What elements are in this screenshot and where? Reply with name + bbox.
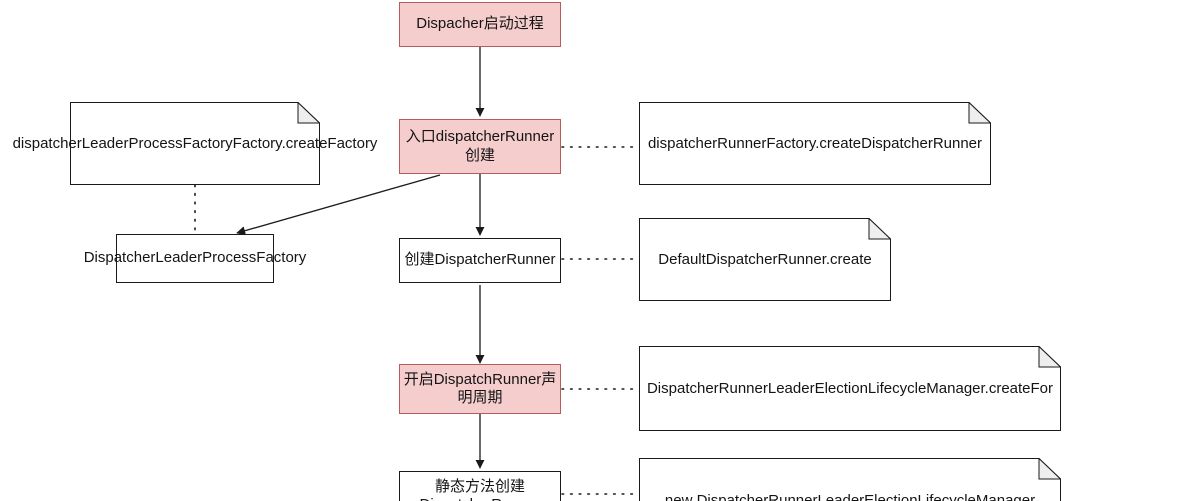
note-new-lifecycle: new DispatcherRunnerLeaderElectionLifecy… — [639, 458, 1061, 501]
node-start-lifecycle[interactable]: 开启DispatchRunner声 明周期 — [399, 364, 561, 414]
node-create-dispatcher-runner[interactable]: 创建DispatcherRunner — [399, 238, 561, 283]
note-shape — [639, 102, 991, 185]
note-runner-factory-label: dispatcherRunnerFactory.createDispatcher… — [647, 134, 983, 152]
note-leader-factory-label: dispatcherLeaderProcessFactoryFactory.cr… — [12, 134, 378, 152]
note-leader-factory: dispatcherLeaderProcessFactoryFactory.cr… — [13, 102, 377, 185]
node-start[interactable]: Dispacher启动过程 — [399, 2, 561, 47]
note-shape — [70, 102, 320, 185]
note-default-runner: DefaultDispatcherRunner.create — [639, 218, 891, 301]
node-static-create-runner[interactable]: 静态方法创建 DispatcherRunner — [399, 471, 561, 501]
note-shape — [639, 346, 1061, 431]
node-entry-dispatcher-runner[interactable]: 入口dispatcherRunner 创建 — [399, 119, 561, 174]
note-runner-factory: dispatcherRunnerFactory.createDispatcher… — [639, 102, 991, 185]
note-default-runner-label: DefaultDispatcherRunner.create — [658, 250, 872, 268]
node-dispatcher-leader-process-factory[interactable]: DispatcherLeaderProcessFactory — [84, 234, 306, 283]
note-shape — [639, 458, 1061, 501]
note-lifecycle-manager: DispatcherRunnerLeaderElectionLifecycleM… — [639, 346, 1061, 431]
note-new-lifecycle-label: new DispatcherRunnerLeaderElectionLifecy… — [664, 491, 1036, 501]
note-shape — [639, 218, 891, 301]
note-lifecycle-manager-label: DispatcherRunnerLeaderElectionLifecycleM… — [646, 379, 1054, 397]
